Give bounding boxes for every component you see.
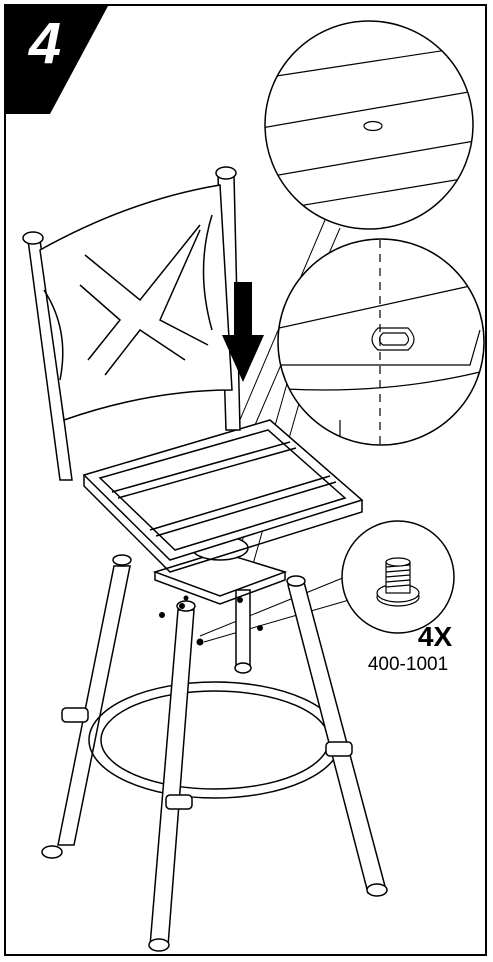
screw-icon (376, 557, 420, 607)
page-frame (4, 4, 487, 956)
seat-slats (111, 441, 337, 537)
detail-circle-screw (341, 520, 455, 634)
front-legs (41, 575, 388, 952)
seat (82, 419, 364, 573)
hardware-screws (159, 595, 263, 646)
step-number: 4 (28, 11, 62, 76)
backrest-x-pattern (79, 224, 209, 376)
swivel-plate (152, 519, 288, 605)
part-number-label: 400-1001 (367, 654, 449, 675)
foot-ring (88, 681, 342, 799)
detail-circle-slot (277, 238, 485, 446)
step-badge (6, 6, 108, 114)
rear-legs (57, 554, 252, 846)
down-arrow-icon (222, 282, 264, 382)
detail-circle-hole (264, 20, 474, 230)
backrest (22, 166, 241, 481)
quantity-label: 4X (417, 621, 453, 652)
